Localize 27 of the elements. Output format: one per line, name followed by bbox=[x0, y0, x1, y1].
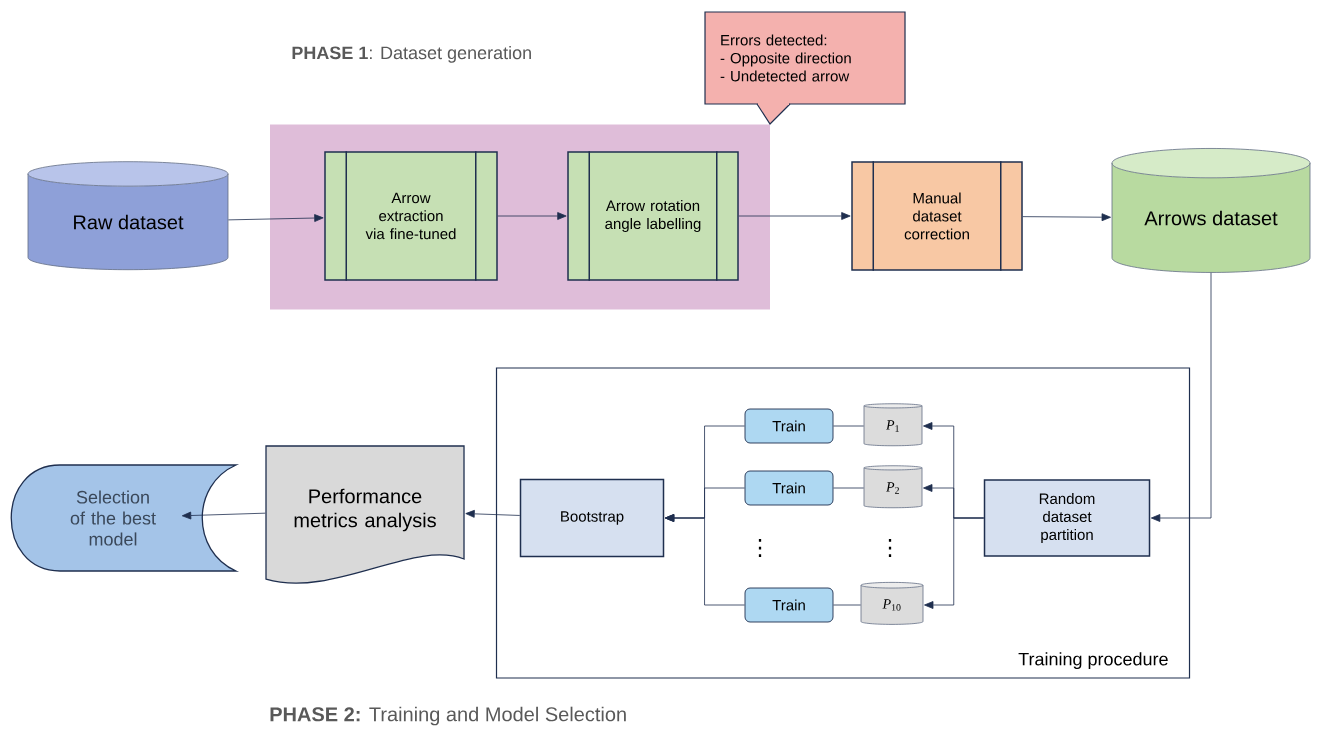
process-box: Bootstrap bbox=[519, 478, 665, 558]
dots-symbol: ⋮ bbox=[888, 539, 892, 557]
partition-cylinder: P$_{10}$ bbox=[860, 582, 924, 625]
train-box: Train bbox=[744, 408, 834, 444]
train-box: Train bbox=[744, 587, 834, 623]
process-box: Arrow extraction via fine-tuned bbox=[324, 150, 498, 282]
arrow bbox=[1022, 213, 1111, 222]
arrow bbox=[1150, 272, 1212, 522]
process-box: Arrow rotation angle labelling bbox=[567, 150, 739, 282]
arrow bbox=[181, 511, 266, 520]
database-cylinder: Arrows dataset bbox=[1111, 148, 1311, 273]
process-box: Manual dataset correction bbox=[851, 160, 1023, 272]
dots-symbol: ⋮ bbox=[758, 539, 762, 557]
arrow bbox=[497, 212, 567, 220]
section-heading: PHASE 2: Training and Model Selection bbox=[270, 706, 626, 726]
callout-bubble: Errors detected: - Opposite direction - Undetected arrow bbox=[704, 11, 906, 125]
train-box: Train bbox=[744, 470, 834, 506]
arrow bbox=[738, 212, 851, 220]
arrow bbox=[664, 514, 745, 606]
node-label: PHASE 1: Dataset generation bbox=[292, 45, 531, 63]
partition-cylinder: P$_{2}$ bbox=[863, 465, 923, 509]
database-cylinder: Raw dataset bbox=[27, 161, 229, 271]
arrow bbox=[228, 214, 324, 222]
arrow bbox=[465, 509, 521, 518]
partition-cylinder: P$_{1}$ bbox=[863, 403, 923, 447]
arrow bbox=[924, 517, 985, 609]
process-box: Random dataset partition bbox=[983, 479, 1151, 557]
